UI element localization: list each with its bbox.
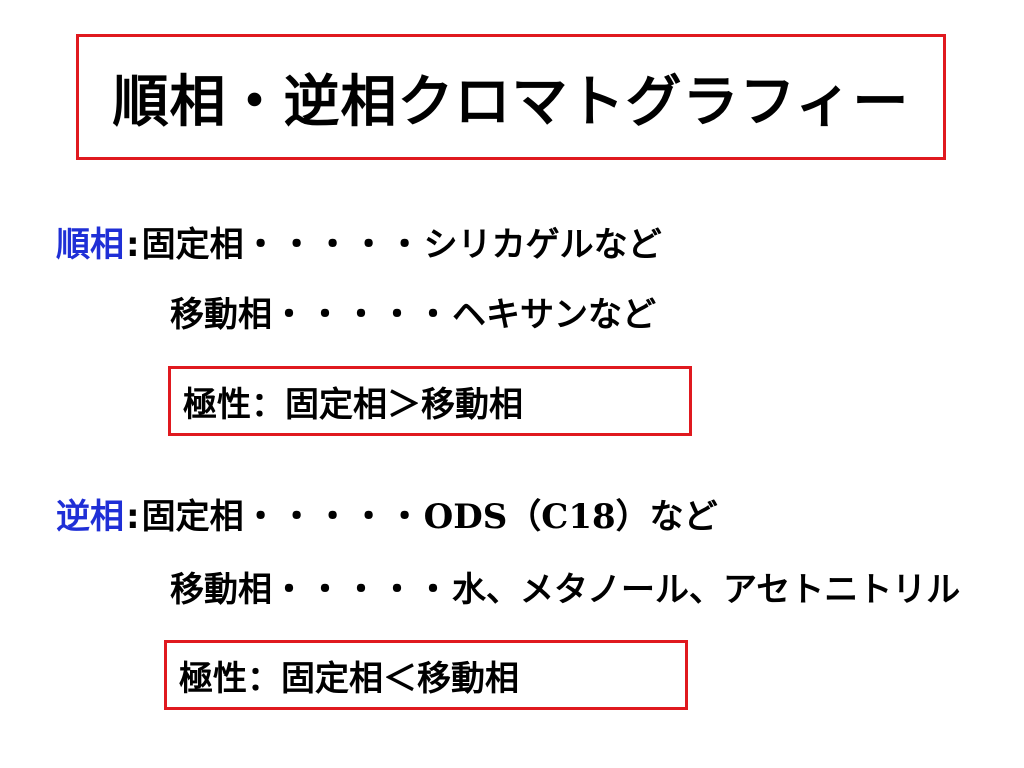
normal-phase-polarity: 極性：固定相＞移動相 bbox=[183, 384, 523, 425]
normal-phase-stationary-line: 順相:固定相・・・・・シリカゲルなど bbox=[56, 228, 662, 262]
reverse-phase-stationary-label: 固定相 bbox=[141, 497, 244, 537]
normal-phase-mobile-line: 移動相・・・・・ヘキサンなど bbox=[170, 298, 656, 332]
normal-phase-stationary-label: 固定相 bbox=[141, 225, 244, 265]
reverse-phase-stationary-value: ODS（C18） bbox=[423, 497, 650, 537]
reverse-phase-label: 逆相 bbox=[56, 497, 124, 537]
reverse-phase-mobile-value: 水、メタノール、アセトニトリル bbox=[452, 570, 961, 610]
slide-title: 順相・逆相クロマトグラフィー bbox=[112, 69, 910, 135]
normal-phase-polarity-box: 極性：固定相＞移動相 bbox=[168, 366, 692, 436]
reverse-phase-mobile-dots: ・・・・・ bbox=[272, 570, 452, 610]
reverse-phase-polarity-box: 極性：固定相＜移動相 bbox=[164, 640, 688, 710]
reverse-phase-stationary-line: 逆相:固定相・・・・・ODS（C18）など bbox=[56, 500, 718, 534]
reverse-phase-colon: : bbox=[126, 497, 140, 537]
normal-phase-mobile-label: 移動相 bbox=[170, 295, 272, 335]
normal-phase-stationary-value: シリカゲルなど bbox=[423, 225, 662, 265]
normal-phase-label: 順相 bbox=[56, 225, 124, 265]
normal-phase-mobile-value: ヘキサンなど bbox=[452, 295, 656, 335]
reverse-phase-mobile-line: 移動相・・・・・水、メタノール、アセトニトリル bbox=[170, 573, 960, 607]
reverse-phase-mobile-label: 移動相 bbox=[170, 570, 272, 610]
normal-phase-colon: : bbox=[126, 225, 140, 265]
reverse-phase-stationary-suffix: など bbox=[649, 497, 718, 537]
reverse-phase-polarity: 極性：固定相＜移動相 bbox=[179, 658, 519, 699]
reverse-phase-stationary-dots: ・・・・・ bbox=[243, 497, 424, 537]
normal-phase-mobile-dots: ・・・・・ bbox=[272, 295, 452, 335]
title-box: 順相・逆相クロマトグラフィー bbox=[76, 34, 946, 160]
normal-phase-stationary-dots: ・・・・・ bbox=[243, 225, 424, 265]
